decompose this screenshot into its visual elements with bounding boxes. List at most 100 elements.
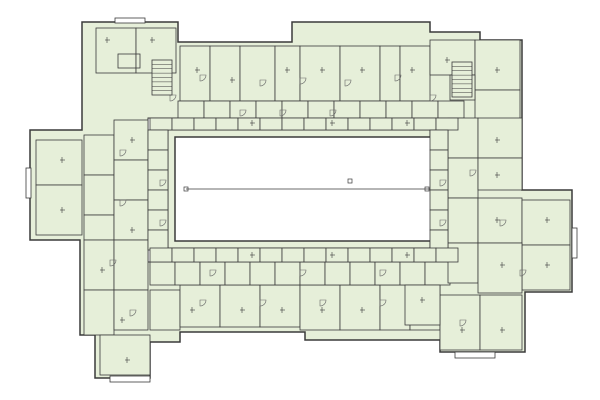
room-corridor-north (435, 117, 459, 131)
room-corridor-north (171, 117, 195, 131)
room-corridor-north (369, 117, 393, 131)
door-swing (344, 79, 352, 87)
door-swing (159, 179, 167, 187)
room-corridor-west (147, 149, 169, 171)
room-north-inner (177, 100, 205, 119)
room-corridor-south (171, 247, 195, 263)
door-swing (459, 319, 467, 327)
door-swing (439, 219, 447, 227)
room-corridor-west (147, 229, 169, 251)
room-north-inner (411, 100, 439, 119)
door-swing (109, 259, 117, 267)
room-south (259, 284, 301, 328)
room-corridor-east (429, 229, 449, 251)
door-swing (169, 94, 177, 102)
room-east (521, 244, 571, 291)
room-south-inner (274, 261, 301, 286)
stairs-group (117, 53, 473, 98)
room-south-inner (424, 261, 451, 286)
room-south (339, 284, 381, 331)
entrance (25, 167, 32, 199)
room-south-inner (199, 261, 226, 286)
door-swing (259, 79, 267, 87)
room-north (274, 45, 301, 102)
courtyard-marker (183, 186, 189, 192)
door-swing (259, 299, 267, 307)
room-corridor-north (281, 117, 305, 131)
room-corridor-south (237, 247, 261, 263)
room-corridor-east (429, 149, 449, 171)
room-west (83, 134, 115, 176)
room-north-inner (281, 100, 309, 119)
room-north-inner (333, 100, 361, 119)
door-swing (379, 269, 387, 277)
room-east (447, 197, 479, 244)
doors-group (109, 74, 527, 327)
room-north (339, 45, 381, 102)
room-east (477, 242, 523, 294)
room-north-inner (255, 100, 283, 119)
door-swing (519, 269, 527, 277)
door-swing (329, 109, 337, 117)
door-swing (499, 219, 507, 227)
room-corridor-north (391, 117, 415, 131)
room-west (83, 174, 115, 216)
room-east-lower (404, 284, 441, 326)
room-north-inner (385, 100, 413, 119)
room-west-lower (113, 239, 149, 291)
door-swing (119, 199, 127, 207)
room-south (149, 289, 181, 331)
room-north (209, 45, 241, 102)
room-south-inner (399, 261, 426, 286)
room-corridor-north (347, 117, 371, 131)
room-corridor-south (325, 247, 349, 263)
room-east (521, 199, 571, 246)
door-swing (319, 299, 327, 307)
room-corridor-east (429, 129, 449, 151)
room-south-inner (324, 261, 351, 286)
room-north (239, 45, 276, 102)
room-south (299, 284, 341, 331)
room-corridor-south (391, 247, 415, 263)
room-corridor-south (369, 247, 393, 263)
room-corridor-south (281, 247, 305, 263)
room-corridor-south (413, 247, 437, 263)
room-south-inner (174, 261, 201, 286)
room-north-inner (437, 100, 465, 119)
room-east-lower (479, 294, 523, 351)
room-south-inner (149, 261, 176, 286)
room-east (477, 157, 523, 191)
room-corridor-north (303, 117, 327, 131)
room-north (379, 45, 401, 102)
room-south-inner (299, 261, 326, 286)
room-corridor-north (259, 117, 283, 131)
room-west (35, 184, 83, 236)
room-corridor-north (215, 117, 239, 131)
room-north (299, 45, 341, 102)
door-swing (239, 109, 247, 117)
room-east (477, 117, 523, 159)
fixtures-group (25, 17, 578, 383)
room-south-inner (349, 261, 376, 286)
room-west (83, 214, 115, 241)
door-swing (299, 269, 307, 277)
room-west (113, 199, 149, 241)
room-corridor-east (429, 189, 449, 211)
door-swing (129, 309, 137, 317)
room-corridor-south (435, 247, 459, 263)
door-swing (429, 94, 437, 102)
room-south (219, 284, 261, 328)
room-north (95, 27, 137, 74)
door-swing (379, 299, 387, 307)
door-swing (209, 269, 217, 277)
entrance (454, 351, 496, 359)
room-south-inner (374, 261, 401, 286)
door-swing (159, 219, 167, 227)
courtyard-marker (347, 178, 353, 184)
room-north-east (474, 39, 521, 91)
room-north-inner (203, 100, 231, 119)
room-corridor-south (193, 247, 217, 263)
room-west-lower (83, 239, 115, 291)
